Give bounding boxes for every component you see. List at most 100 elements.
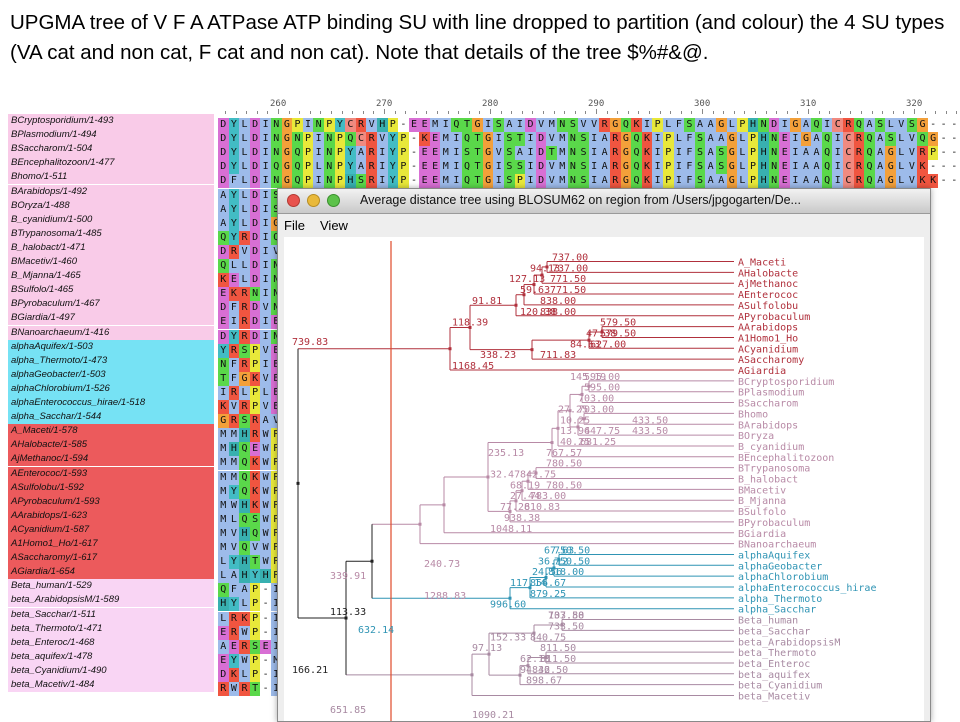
sequence-name[interactable]: AArabidops/1-623: [8, 509, 214, 523]
sequence-name[interactable]: APyrobaculum/1-593: [8, 495, 214, 509]
tree-leaf-label[interactable]: BGiardia: [738, 529, 786, 540]
tree-leaf-label[interactable]: BArabidops: [738, 420, 798, 431]
menu-file[interactable]: File: [284, 218, 305, 233]
sequence-name[interactable]: Beta_human/1-529: [8, 579, 214, 593]
sequence-name[interactable]: BSulfolo/1-465: [8, 283, 214, 297]
tree-leaf-label[interactable]: BCryptosporidium: [738, 377, 834, 388]
tree-leaf-label[interactable]: alphaEnterococcus_hirae: [738, 583, 876, 594]
tree-leaf-label[interactable]: B_halobact: [738, 475, 798, 486]
sequence-name[interactable]: BOryza/1-488: [8, 199, 214, 213]
branch-length-label: 627.00: [590, 339, 626, 350]
window-titlebar[interactable]: Average distance tree using BLOSUM62 on …: [278, 189, 930, 214]
sequence-name[interactable]: BEncephalitozoon/1-477: [8, 156, 214, 170]
sequence-name[interactable]: BCryptosporidium/1-493: [8, 114, 214, 128]
tree-leaf-label[interactable]: alphaAquifex: [738, 550, 810, 561]
tree-leaf-label[interactable]: AGiardia: [738, 366, 786, 377]
sequence-name[interactable]: AHalobacte/1-585: [8, 438, 214, 452]
sequence-name[interactable]: beta_Thermoto/1-471: [8, 622, 214, 636]
tree-leaf-label[interactable]: BMacetiv: [738, 485, 786, 496]
menu-view[interactable]: View: [320, 218, 348, 233]
tree-leaf-label[interactable]: beta_Enteroc: [738, 659, 810, 670]
branch-length-label: 152.33: [490, 632, 526, 643]
sequence-name[interactable]: alphaGeobacter/1-503: [8, 368, 214, 382]
sequence-name[interactable]: alpha_Thermoto/1-473: [8, 354, 214, 368]
tree-leaf-label[interactable]: BNanoarchaeum: [738, 540, 816, 551]
minimize-window-icon[interactable]: [307, 194, 320, 207]
branch-length-label: 780.50: [546, 480, 582, 491]
tree-leaf-label[interactable]: ASaccharomy: [738, 355, 804, 366]
tree-leaf-label[interactable]: APyrobaculum: [738, 312, 810, 323]
sequence-name[interactable]: beta_Sacchar/1-511: [8, 608, 214, 622]
tree-leaf-label[interactable]: BTrypanosoma: [738, 464, 810, 475]
tree-leaf-label[interactable]: A_Maceti: [738, 258, 786, 269]
tree-leaf-label[interactable]: beta_Cyanidium: [738, 681, 822, 692]
tree-leaf-label[interactable]: AHalobacte: [738, 268, 798, 279]
sequence-name[interactable]: BArabidops/1-492: [8, 185, 214, 199]
zoom-window-icon[interactable]: [327, 194, 340, 207]
sequence-name[interactable]: BPyrobaculum/1-467: [8, 297, 214, 311]
sequence-name[interactable]: A1Homo1_Ho/1-617: [8, 537, 214, 551]
tree-leaf-label[interactable]: B_Mjanna: [738, 496, 786, 507]
sequence-name[interactable]: beta_Cyanidium/1-490: [8, 664, 214, 678]
tree-leaf-label[interactable]: beta_aquifex: [738, 670, 810, 681]
tree-leaf-label[interactable]: A1Homo1_Ho: [738, 333, 798, 344]
sequence-name[interactable]: BPlasmodium/1-494: [8, 128, 214, 142]
tree-leaf-label[interactable]: BPlasmodium: [738, 388, 804, 399]
sequence-name[interactable]: ACyanidium/1-587: [8, 523, 214, 537]
sequence-name[interactable]: BGiardia/1-497: [8, 311, 214, 325]
sequence-name[interactable]: AGiardia/1-654: [8, 565, 214, 579]
branch-length-label: 811.50: [540, 654, 576, 665]
tree-leaf-label[interactable]: BOryza: [738, 431, 774, 442]
sequence-name[interactable]: ASaccharomy/1-617: [8, 551, 214, 565]
tree-leaf-label[interactable]: beta_Sacchar: [738, 626, 810, 637]
sequence-name[interactable]: alphaEnterococcus_hirae/1-518: [8, 396, 214, 410]
sequence-name[interactable]: BTrypanosoma/1-485: [8, 227, 214, 241]
branch-length-label: 818.00: [548, 567, 584, 578]
sequence-name[interactable]: alpha_Sacchar/1-544: [8, 410, 214, 424]
sequence-name[interactable]: BSaccharom/1-504: [8, 142, 214, 156]
tree-leaf-label[interactable]: AjMethanoc: [738, 279, 798, 290]
sequence-name[interactable]: AjMethanoc/1-594: [8, 452, 214, 466]
sequence-name[interactable]: Bhomo/1-511: [8, 170, 214, 184]
sequence-name[interactable]: ASulfolobu/1-592: [8, 481, 214, 495]
sequence-name[interactable]: AEnterococ/1-593: [8, 467, 214, 481]
tree-leaf-label[interactable]: AEnterococ: [738, 290, 798, 301]
tree-leaf-label[interactable]: Bhomo: [738, 409, 768, 420]
tree-node[interactable]: [297, 482, 300, 485]
tree-leaf-label[interactable]: beta_Thermoto: [738, 648, 816, 659]
tree-leaf-label[interactable]: beta_Macetiv: [738, 692, 810, 703]
tree-leaf-label[interactable]: BSulfolo: [738, 507, 786, 518]
sequence-name[interactable]: alphaChlorobium/1-526: [8, 382, 214, 396]
sequence-name[interactable]: alphaAquifex/1-503: [8, 340, 214, 354]
close-window-icon[interactable]: [287, 194, 300, 207]
sequence-name[interactable]: B_halobact/1-471: [8, 241, 214, 255]
tree-leaf-label[interactable]: AArabidops: [738, 323, 798, 334]
tree-leaf-label[interactable]: BSaccharom: [738, 399, 798, 410]
tree-leaf-label[interactable]: beta_ArabidopsisM: [738, 637, 840, 648]
tree-leaf-label[interactable]: BPyrobaculum: [738, 518, 810, 529]
tree-leaf-label[interactable]: alpha_Thermoto: [738, 594, 822, 605]
sequence-name[interactable]: BMacetiv/1-460: [8, 255, 214, 269]
tree-leaf-label[interactable]: alphaChlorobium: [738, 572, 828, 583]
sequence-name[interactable]: A_Maceti/1-578: [8, 424, 214, 438]
sequence-name[interactable]: beta_ArabidopsisM/1-589: [8, 593, 214, 607]
sequence-name[interactable]: beta_Enteroc/1-468: [8, 636, 214, 650]
sequence-name[interactable]: beta_aquifex/1-478: [8, 650, 214, 664]
tree-leaf-label[interactable]: Beta_human: [738, 616, 798, 627]
sequence-name[interactable]: B_cyanidium/1-500: [8, 213, 214, 227]
tree-leaf-label[interactable]: ACyanidium: [738, 344, 798, 355]
tree-leaf-label[interactable]: BEncephalitozoon: [738, 453, 834, 464]
tree-leaf-label[interactable]: alphaGeobacter: [738, 561, 822, 572]
tree-leaf-label[interactable]: ASulfolobu: [738, 301, 798, 312]
tree-leaf-label[interactable]: B_cyanidium: [738, 442, 804, 453]
sequence-name[interactable]: BNanoarchaeum/1-416: [8, 326, 214, 340]
tree-leaf-label[interactable]: alpha_Sacchar: [738, 605, 816, 616]
sequence-name[interactable]: B_Mjanna/1-465: [8, 269, 214, 283]
sequence-name[interactable]: beta_Macetiv/1-484: [8, 678, 214, 692]
